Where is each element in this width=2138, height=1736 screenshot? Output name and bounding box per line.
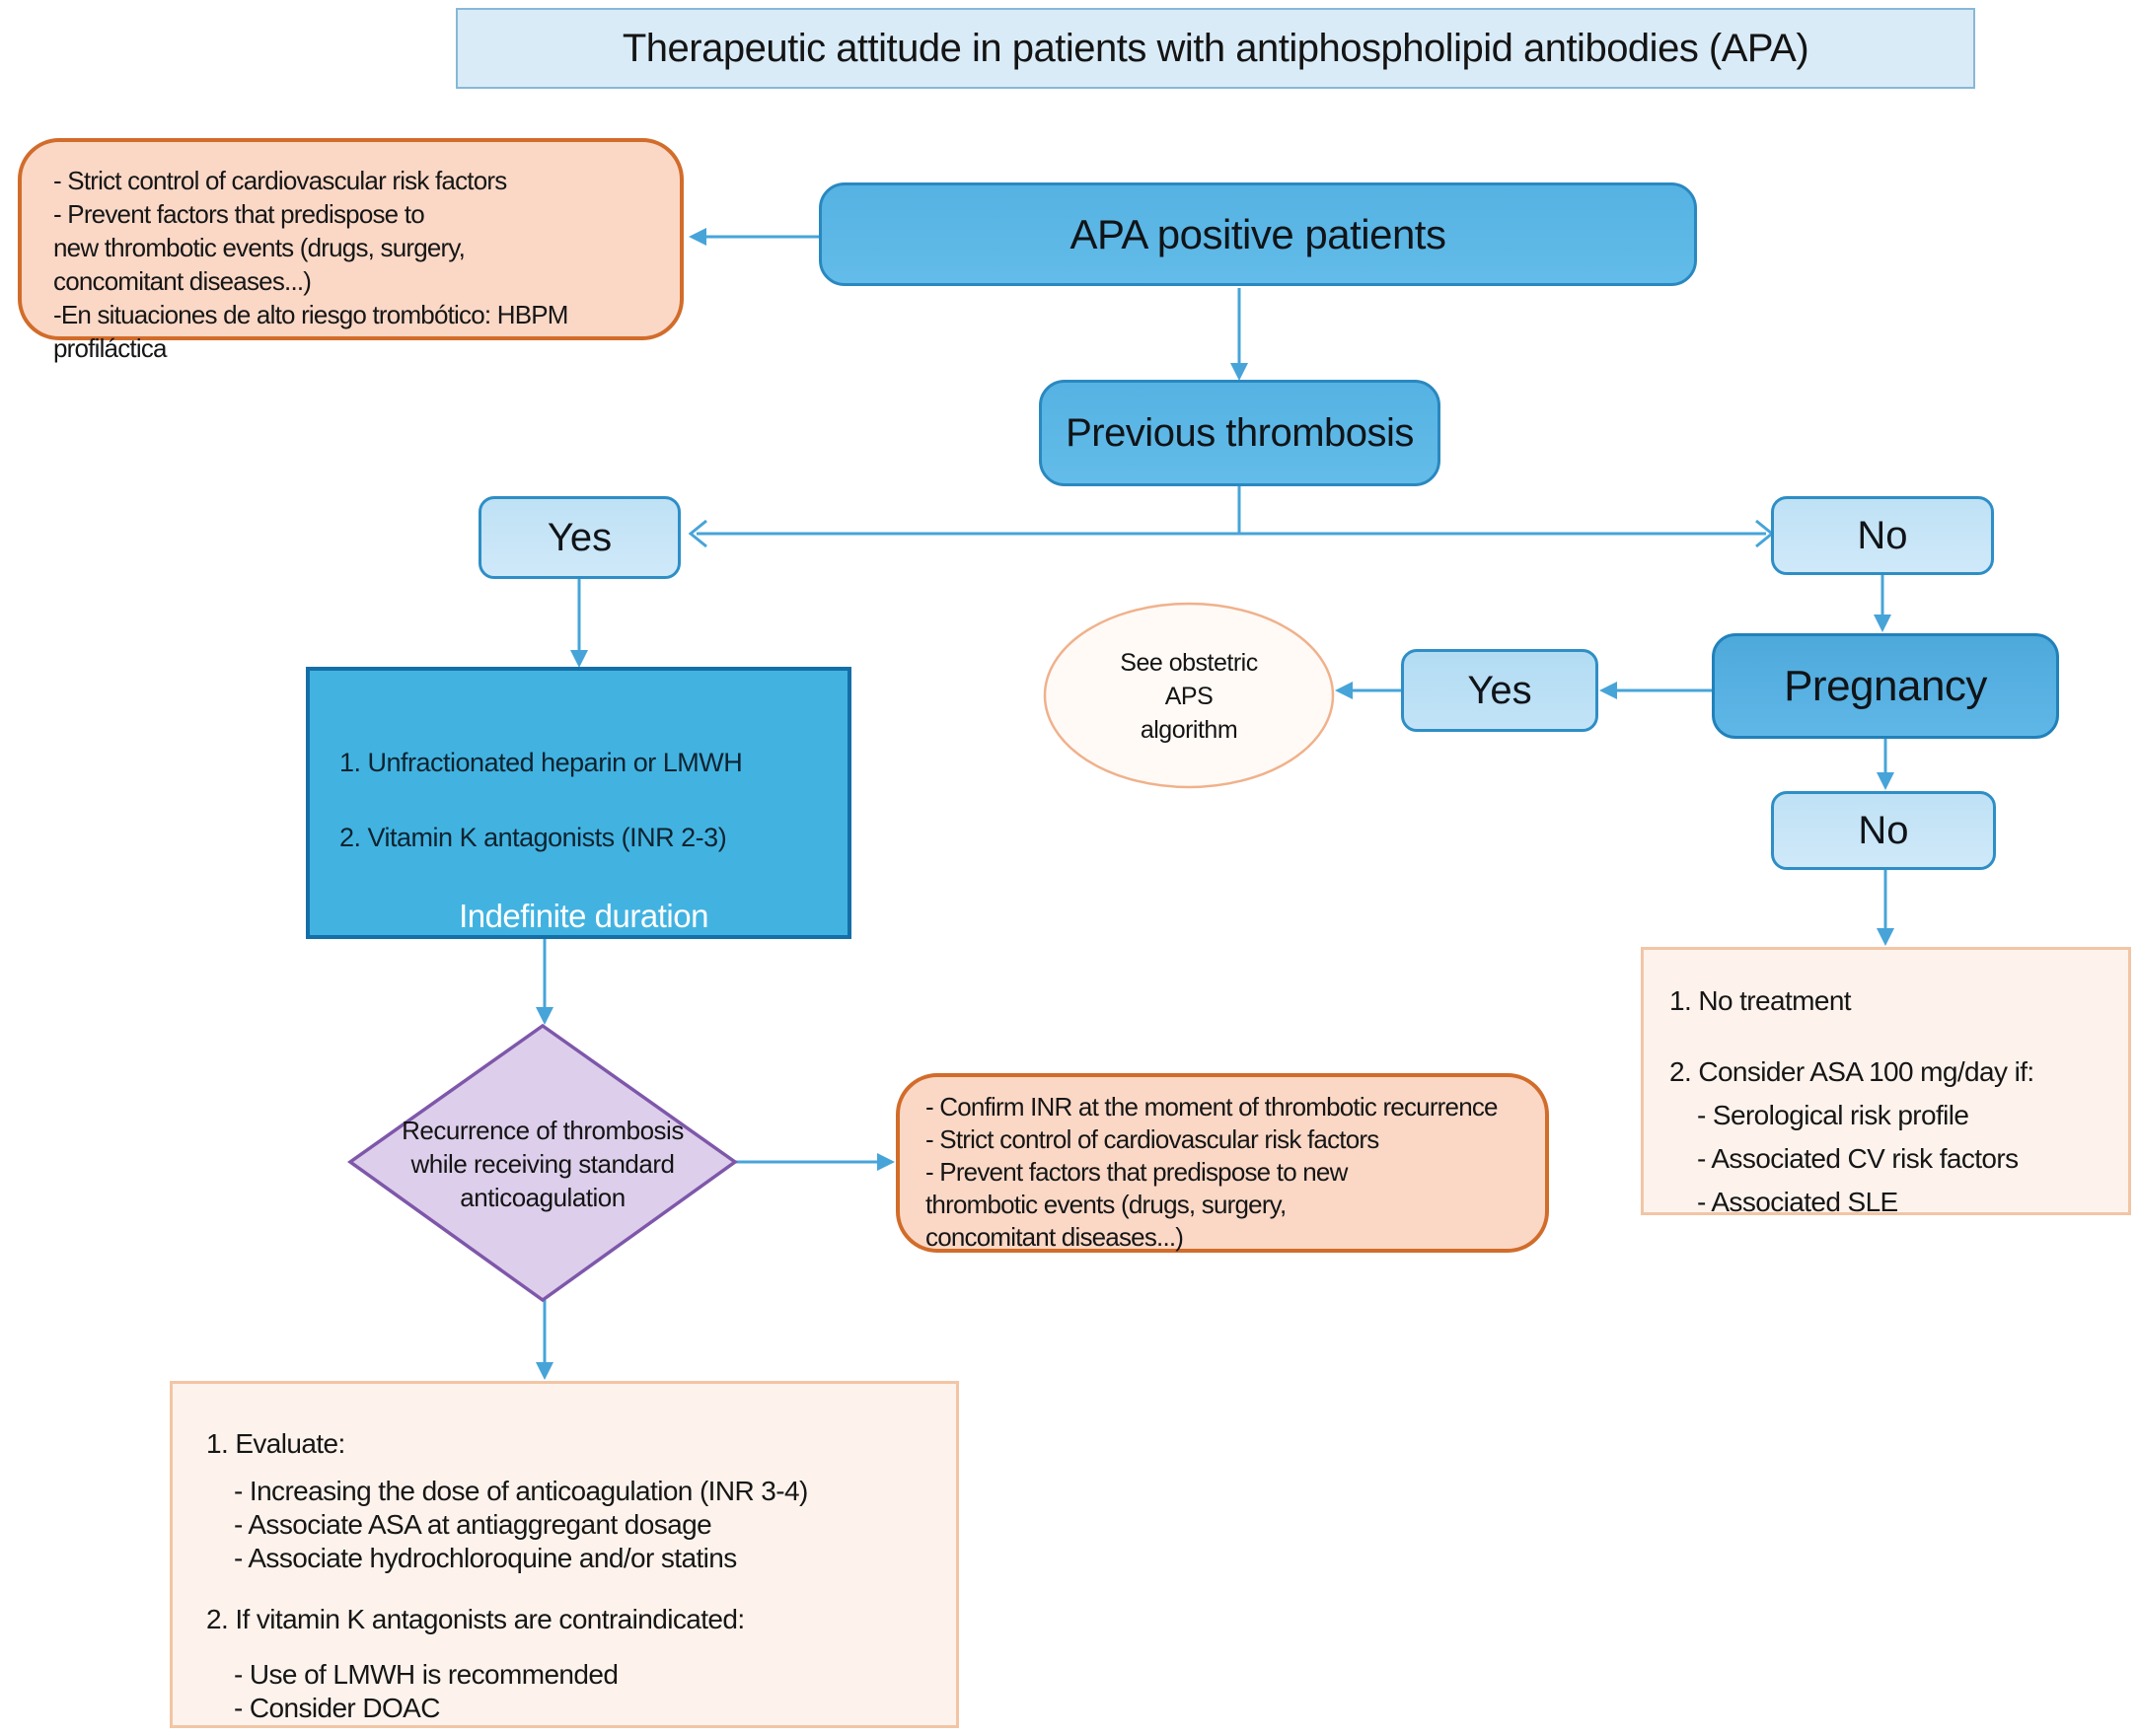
figure-title: Therapeutic attitude in patients with an…	[456, 8, 1975, 89]
chevron-left-icon	[688, 519, 707, 548]
arrowhead-down-icon	[1877, 928, 1894, 946]
node-no-thrombosis: No	[1771, 496, 1994, 575]
recurrence-decision-label: Recurrence of thrombosis while receiving…	[380, 1113, 705, 1215]
node-previous-thrombosis: Previous thrombosis	[1039, 380, 1440, 486]
note-line: 1. Evaluate:	[206, 1428, 345, 1459]
node-yes-pregnancy: Yes	[1401, 649, 1598, 732]
note-line: new thrombotic events (drugs, surgery,	[53, 233, 466, 262]
note-line: - Associate hydrochloroquine and/or stat…	[234, 1543, 737, 1573]
arrowhead-left-icon	[1335, 682, 1353, 699]
arrowheads	[536, 228, 1894, 1380]
note-line: - Prevent factors that predispose to new	[925, 1157, 1348, 1187]
arrowhead-right-icon	[877, 1153, 895, 1171]
note-line: - Use of LMWH is recommended	[234, 1659, 619, 1690]
no-treatment-box: 1. No treatment 2. Consider ASA 100 mg/d…	[1641, 947, 2131, 1217]
node-apa-positive-patients: APA positive patients	[819, 182, 1697, 286]
ellipse-line: algorithm	[1140, 716, 1238, 744]
arrowhead-left-icon	[1599, 682, 1617, 699]
ellipse-line: See obstetric	[1120, 649, 1258, 677]
arrowhead-left-icon	[689, 228, 706, 246]
arrowhead-down-icon	[1877, 772, 1894, 790]
note-line: - Consider DOAC	[234, 1693, 440, 1723]
note-line: - Strict control of cardiovascular risk …	[925, 1124, 1379, 1154]
anticoagulation-treatment-box: 1. Unfractionated heparin or LMWH 2. Vit…	[306, 667, 851, 939]
note-line: 2. If vitamin K antagonists are contrain…	[206, 1604, 745, 1634]
arrowhead-down-icon	[536, 1362, 553, 1380]
note-line: - Associated SLE	[1697, 1187, 1898, 1217]
recurrence-decision-diamond	[346, 1023, 739, 1303]
note-line: - Prevent factors that predispose to	[53, 199, 425, 229]
note-line: 2. Consider ASA 100 mg/day if:	[1669, 1056, 2034, 1087]
node-pregnancy: Pregnancy	[1712, 633, 2059, 739]
node-yes-thrombosis: Yes	[479, 496, 681, 579]
arrowhead-down-icon	[536, 1007, 553, 1025]
note-line: - Increasing the dose of anticoagulation…	[234, 1476, 808, 1506]
note-line: - Strict control of cardiovascular risk …	[53, 166, 507, 195]
note-line: 1. No treatment	[1669, 985, 1852, 1016]
note-line: - Confirm INR at the moment of thromboti…	[925, 1092, 1499, 1121]
note-line: -En situaciones de alto riesgo trombótic…	[53, 300, 568, 329]
note-line: concomitant diseases...)	[925, 1222, 1184, 1252]
arrowhead-down-icon	[1230, 363, 1248, 381]
treatment-item: 2. Vitamin K antagonists (INR 2-3)	[339, 823, 727, 852]
note-line: concomitant diseases...)	[53, 266, 312, 296]
arrowhead-down-icon	[570, 650, 588, 668]
obstetric-aps-label: See obstetric APS algorithm	[1058, 643, 1320, 750]
obstetric-aps-ellipse	[1043, 602, 1335, 789]
evaluate-box: 1. Evaluate: - Increasing the dose of an…	[170, 1381, 959, 1728]
diamond-line: Recurrence of thrombosis	[402, 1116, 684, 1145]
diamond-line: anticoagulation	[460, 1183, 626, 1212]
note-line: thrombotic events (drugs, surgery,	[925, 1190, 1287, 1219]
note-line: - Associate ASA at antiaggregant dosage	[234, 1509, 712, 1540]
ellipse-line: APS	[1164, 683, 1214, 710]
arrowhead-down-icon	[1874, 615, 1891, 632]
note-line: - Associated CV risk factors	[1697, 1143, 2019, 1174]
treatment-item: 1. Unfractionated heparin or LMWH	[339, 748, 743, 777]
connector-lines	[543, 235, 1887, 1370]
treatment-duration: Indefinite duration	[459, 898, 708, 934]
note-line: - Serological risk profile	[1697, 1100, 1969, 1130]
node-no-pregnancy: No	[1771, 791, 1996, 870]
risk-advice-note: - Strict control of cardiovascular risk …	[18, 138, 684, 363]
note-line: profiláctica	[53, 333, 167, 363]
diamond-line: while receiving standard	[410, 1149, 675, 1179]
recurrence-advice-note: - Confirm INR at the moment of thromboti…	[896, 1073, 1549, 1253]
